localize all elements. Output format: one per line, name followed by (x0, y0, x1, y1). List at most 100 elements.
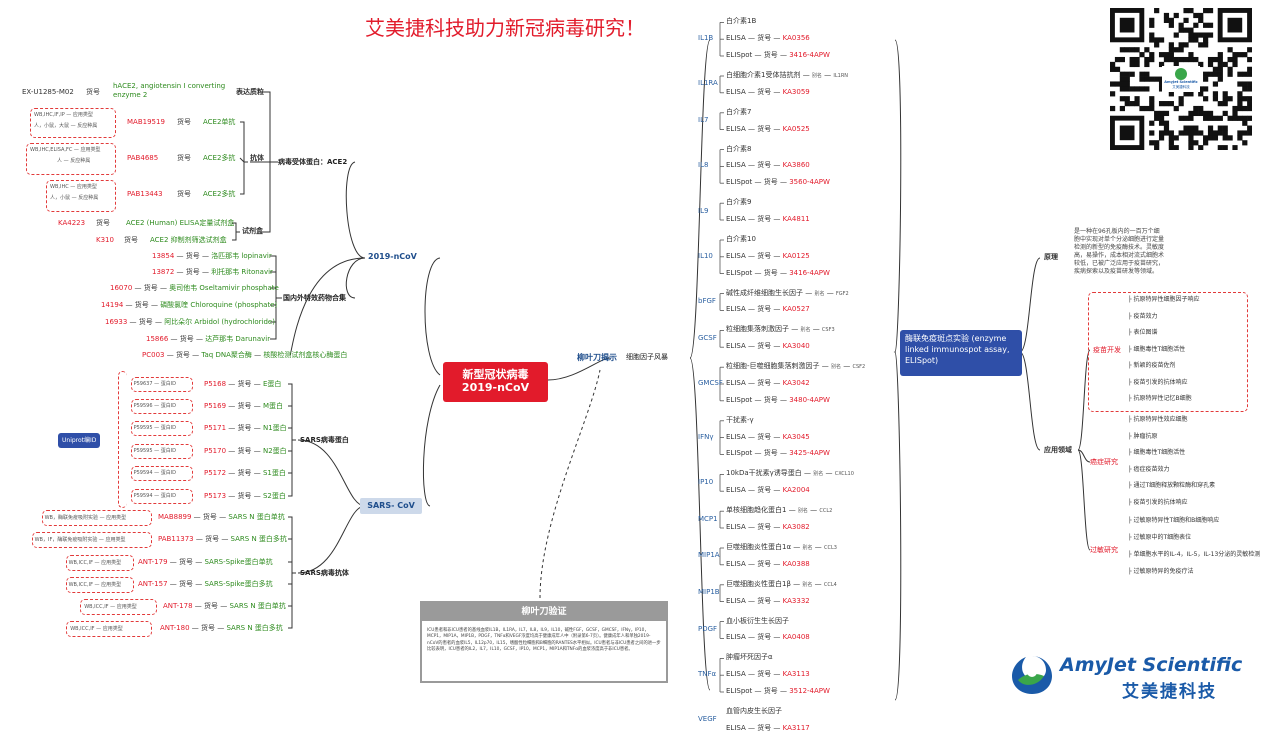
tumor-item[interactable]: ├ 癌症疫苗效力 (1128, 465, 1170, 473)
cytokine-row[interactable]: ELISpot — 货号 — 3416-4APW (726, 268, 830, 277)
vaccine-item[interactable]: ├ 抗原特异性细胞因子响应 (1128, 296, 1200, 303)
cytokine-row[interactable]: 白介素9 (726, 198, 751, 207)
cytokine-row[interactable]: ELISA — 货号 — KA3059 (726, 87, 810, 96)
cytokine-row[interactable]: ELISA — 货号 — KA3045 (726, 432, 810, 441)
drug-row-2[interactable]: 13872 — 货号 — 利托那韦 Ritonavir (152, 268, 273, 276)
cytokine-row[interactable]: ELISA — 货号 — KA3113 (726, 670, 810, 679)
vaccine-item[interactable]: ├ 疫苗引发的抗体响应 (1128, 378, 1188, 386)
drug-row-4[interactable]: 14194 — 货号 — 磷酸氯喹 Chloroquine (phosphate… (101, 301, 278, 309)
branch-liuye[interactable]: 柳叶刀揭示 (577, 353, 617, 362)
cytokine-row[interactable]: ELISA — 货号 — KA3117 (726, 723, 810, 732)
sars-ab-row-4[interactable]: ANT-157 — 货号 — SARS-Spike蛋白多抗 (138, 580, 273, 588)
cytokine-key-PDGF[interactable]: PDGF (698, 625, 718, 633)
cytokine-key-IL10[interactable]: IL10 (698, 251, 713, 260)
cytokine-row[interactable]: ELISA — 货号 — KA3042 (726, 379, 810, 387)
cytokine-row[interactable]: 白介素7 (726, 108, 751, 117)
cytokine-key-GCSF[interactable]: GCSF (698, 333, 717, 342)
cytokine-row[interactable]: ELISpot — 货号 — 3512-4APW (726, 687, 830, 695)
cytokine-row[interactable]: ELISA — 货号 — KA3040 (726, 342, 810, 351)
cytokine-row[interactable]: ELISA — 货号 — KA3332 (726, 596, 810, 605)
cytokine-row[interactable]: 白介素1B (726, 17, 756, 26)
sars-ab-row-3[interactable]: ANT-179 — 货号 — SARS-Spike蛋白单抗 (138, 558, 273, 566)
tumor-item[interactable]: ├ 肿瘤抗原 (1128, 432, 1158, 440)
cytokine-key-MIP1A[interactable]: MIP1A (698, 551, 720, 560)
sars-protein-row-3[interactable]: P5171 — 货号 — N1蛋白 (204, 424, 287, 432)
ace2-ab-cat-1[interactable]: MAB19519 (127, 118, 165, 126)
drug-row-7[interactable]: PC003 — 货号 — Taq DNA聚合酶 — 核酸检测试剂盒核心酶蛋白 (142, 351, 348, 359)
cytokine-row[interactable]: ELISpot — 货号 — 3560-4APW (726, 178, 830, 187)
allergy-item[interactable]: ├ 过敏原特异的免疫疗法 (1128, 568, 1194, 575)
allergy-item[interactable]: ├ 单细胞水平的IL-4，IL-5，IL-13分泌的灵敏检测 (1128, 551, 1261, 558)
cytokine-row[interactable]: ELISA — 货号 — KA3082 (726, 523, 810, 531)
cytokine-row[interactable]: ELISpot — 货号 — 3425-4APW (726, 449, 830, 458)
cytokine-key-IFNγ[interactable]: IFNγ (698, 432, 714, 441)
branch-2019ncov[interactable]: 2019-nCoV (368, 252, 417, 261)
sars-protein-row-6[interactable]: P5173 — 货号 — S2蛋白 (204, 492, 286, 500)
sars-ab-row-2[interactable]: PAB11373 — 货号 — SARS N 蛋白多抗 (158, 535, 287, 543)
cytokine-row[interactable]: 干扰素-γ (726, 416, 754, 425)
drug-row-1[interactable]: 13854 — 货号 — 洛匹那韦 lopinavir (152, 252, 272, 260)
cytokine-row[interactable]: ELISA — 货号 — KA0125 (726, 251, 810, 260)
tumor-item[interactable]: ├ 细胞毒性T细胞活性 (1128, 449, 1186, 456)
vaccine-item[interactable]: ├ 细胞毒性T细胞活性 (1128, 345, 1186, 353)
cytokine-row[interactable]: ELISA — 货号 — KA3860 (726, 161, 810, 170)
tumor-item[interactable]: ├ 疫苗引发的抗体响应 (1128, 498, 1188, 506)
cytokine-key-IP10[interactable]: IP10 (698, 477, 714, 486)
sars-protein-row-5[interactable]: P5172 — 货号 — S1蛋白 (204, 469, 286, 477)
cytokine-row[interactable]: 血管内皮生长因子 (726, 707, 782, 716)
cytokine-key-IL1B[interactable]: IL1B (698, 34, 714, 43)
cytokine-row[interactable]: ELISA — 货号 — KA0356 (726, 34, 810, 43)
cytokine-row[interactable]: 碱性成纤维细胞生长因子 — 别名 — FGF2 (726, 288, 849, 297)
vaccine-item[interactable]: ├ 抗原特异性记忆B细胞 (1128, 395, 1192, 402)
cytokine-row[interactable]: ELISA — 货号 — KA0525 (726, 124, 810, 133)
branch-cytokine-storm[interactable]: 细胞因子风暴 (626, 353, 668, 361)
vaccine-item[interactable]: ├ 新颖的疫苗佐剂 (1128, 362, 1176, 369)
cytokine-row[interactable]: ELISA — 货号 — KA4811 (726, 215, 810, 223)
ace2-ab-cat-2[interactable]: PAB4685 (127, 154, 159, 162)
drug-row-5[interactable]: 16933 — 货号 — 阿比朵尔 Arbidol (hydrochloride… (105, 318, 275, 326)
cytokine-row[interactable]: 肿瘤坏死因子α (726, 653, 773, 662)
cytokine-row[interactable]: 10kDa干扰素γ诱导蛋白 — 别名 — CXCL10 (726, 469, 854, 478)
cytokine-key-IL7[interactable]: IL7 (698, 116, 709, 125)
cytokine-row[interactable]: 单核细胞趋化蛋白1 — 别名 — CCL2 (726, 506, 833, 515)
cytokine-key-GMCSF[interactable]: GMCSF (698, 379, 723, 387)
sars-protein-row-2[interactable]: P5169 — 货号 — M蛋白 (204, 402, 283, 410)
cytokine-row[interactable]: 粒细胞集落刺激因子 — 别名 — CSF3 (726, 325, 835, 334)
vaccine-item[interactable]: ├ 表位图谱 (1128, 329, 1158, 336)
cytokine-row[interactable]: ELISA — 货号 — KA0388 (726, 559, 810, 568)
cytokine-row[interactable]: ELISpot — 货号 — 3416-4APW (726, 51, 830, 59)
cytokine-row[interactable]: 白介素10 (726, 235, 756, 244)
cytokine-row[interactable]: 白细胞介素1受体拮抗剂 — 别名 — IL1RN (726, 71, 849, 79)
cytokine-row[interactable]: ELISA — 货号 — KA0408 (726, 633, 810, 642)
tumor-item[interactable]: ├ 抗原特异性效应细胞 (1128, 416, 1188, 423)
cytokine-row[interactable]: ELISA — 货号 — KA2004 (726, 486, 810, 495)
cytokine-key-VEGF[interactable]: VEGF (698, 715, 717, 724)
cytokine-key-IL1RA[interactable]: IL1RA (698, 79, 718, 88)
ace2-kit-cat-2[interactable]: K310 (96, 236, 114, 244)
cytokine-row[interactable]: 巨噬细胞炎性蛋白1β — 别名 — CCL4 (726, 579, 837, 588)
sars-protein-row-1[interactable]: P5168 — 货号 — E蛋白 (204, 380, 282, 388)
cytokine-row[interactable]: ELISA — 货号 — KA0527 (726, 305, 810, 314)
cytokine-row[interactable]: 巨噬细胞炎性蛋白1α — 别名 — CCL3 (726, 543, 837, 551)
drug-row-3[interactable]: 16070 — 货号 — 奥司他韦 Oseltamivir phosphate (110, 284, 279, 292)
cytokine-key-MIP1B[interactable]: MIP1B (698, 588, 720, 597)
ace2-kit-cat-1[interactable]: KA4223 (58, 219, 86, 227)
cytokine-row[interactable]: 血小板衍生生长因子 (726, 617, 789, 626)
cytokine-key-TNFα[interactable]: TNFα (698, 670, 717, 679)
cytokine-key-IL8[interactable]: IL8 (698, 161, 709, 170)
cytokine-row[interactable]: ELISpot — 货号 — 3480-4APW (726, 395, 830, 404)
sars-ab-row-5[interactable]: ANT-178 — 货号 — SARS N 蛋白单抗 (163, 602, 286, 610)
ace2-ab-cat-3[interactable]: PAB13443 (127, 190, 163, 198)
allergy-item[interactable]: ├ 过敏原中的T细胞表位 (1128, 534, 1192, 541)
tumor-item[interactable]: ├ 通过T细胞释放颗粒酶和穿孔素 (1128, 482, 1216, 489)
cytokine-key-bFGF[interactable]: bFGF (698, 297, 716, 305)
cytokine-row[interactable]: 白介素8 (726, 145, 751, 154)
vaccine-item[interactable]: ├ 疫苗效力 (1128, 312, 1158, 320)
cytokine-key-IL9[interactable]: IL9 (698, 206, 709, 215)
sars-protein-row-4[interactable]: P5170 — 货号 — N2蛋白 (204, 447, 287, 455)
elispot-node[interactable]: 酶联免疫斑点实验 (enzyme linked immunospot assay… (900, 330, 1022, 376)
drug-row-6[interactable]: 15866 — 货号 — 达芦那韦 Darunavir (146, 335, 271, 343)
center-node[interactable]: 新型冠状病毒 2019-nCoV (443, 362, 548, 402)
cytokine-row[interactable]: 粒细胞-巨噬细胞集落刺激因子 — 别名 — CSF2 (726, 362, 866, 371)
branch-sars-cov[interactable]: SARS- CoV (360, 498, 422, 514)
